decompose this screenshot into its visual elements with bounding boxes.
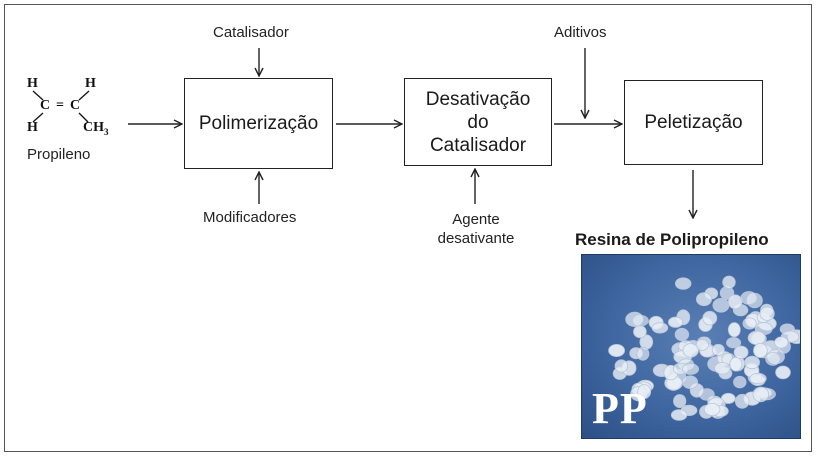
atom-h: H: [27, 120, 38, 135]
pellet: [729, 356, 743, 372]
pellet: [682, 343, 699, 358]
catalyst-label: Catalisador: [213, 24, 289, 41]
deactivating-agent-label: Agente desativante: [437, 211, 515, 247]
pellet: [668, 316, 684, 328]
double-bond: =: [56, 98, 64, 113]
pellet: [636, 346, 650, 361]
bond-c1-h3: [32, 112, 44, 123]
pellet: [625, 311, 644, 328]
pelletizing-box: Peletização: [624, 80, 763, 165]
pellet: [682, 363, 700, 375]
pellet: [759, 306, 775, 321]
pellet: [727, 322, 741, 338]
pellet: [696, 292, 713, 307]
pellet: [702, 310, 718, 326]
modifiers-label: Modificadores: [203, 209, 297, 226]
pellet: [674, 327, 690, 342]
resin-photo: PP: [581, 254, 801, 439]
pellet: [637, 384, 652, 400]
atom-c: C: [40, 98, 51, 113]
pellet: [765, 352, 781, 366]
pellet: [733, 375, 747, 389]
bond-c2-ch3: [78, 112, 89, 123]
pellet: [608, 344, 625, 358]
pellet: [742, 317, 757, 330]
pellet: [727, 294, 743, 310]
pp-photo-label: PP: [592, 384, 648, 433]
pellet: [740, 291, 758, 305]
pellet: [670, 409, 688, 421]
atom-h: H: [27, 76, 38, 91]
pellet: [633, 325, 647, 339]
deactivation-label-line1: Desativação: [425, 88, 531, 110]
pelletizing-label: Peletização: [644, 112, 743, 133]
methyl-group: CH3: [83, 120, 109, 137]
deactivation-box: Desativação do Catalisador: [404, 78, 552, 166]
pellet: [775, 365, 791, 380]
atom-h: H: [85, 76, 96, 91]
pellet: [726, 337, 742, 349]
pellet: [747, 330, 766, 346]
diagram-frame: [4, 4, 812, 452]
pellet: [711, 343, 725, 356]
pellet: [733, 345, 749, 360]
additives-label: Aditivos: [554, 24, 607, 41]
pellet: [774, 336, 789, 349]
pellet: [749, 372, 767, 385]
polymerization-box: Polimerização: [184, 78, 333, 169]
atom-c: C: [70, 98, 81, 113]
pellet: [674, 277, 692, 290]
pellet: [714, 362, 731, 375]
pellets-image: [608, 275, 800, 421]
pellet: [703, 402, 721, 416]
resin-title: Resina de Polipropileno: [575, 230, 769, 249]
bond-h1-c1: [32, 90, 44, 101]
pellet: [614, 359, 629, 373]
pellet: [682, 375, 699, 389]
pellet: [712, 297, 730, 313]
pellet: [722, 275, 736, 289]
deactivation-label-line3: Catalisador: [429, 134, 527, 156]
pellet: [673, 394, 687, 409]
pellet: [753, 343, 768, 359]
pellet: [695, 339, 709, 351]
polymerization-label: Polimerização: [198, 113, 319, 134]
pellet: [744, 355, 761, 370]
deactivation-label-line2: do: [467, 111, 489, 133]
pellet: [734, 393, 750, 409]
bond-c2-h2: [78, 90, 90, 101]
pellet: [651, 322, 669, 334]
pellet: [752, 386, 770, 403]
propylene-label: Propileno: [27, 146, 91, 163]
pellet: [721, 392, 736, 404]
